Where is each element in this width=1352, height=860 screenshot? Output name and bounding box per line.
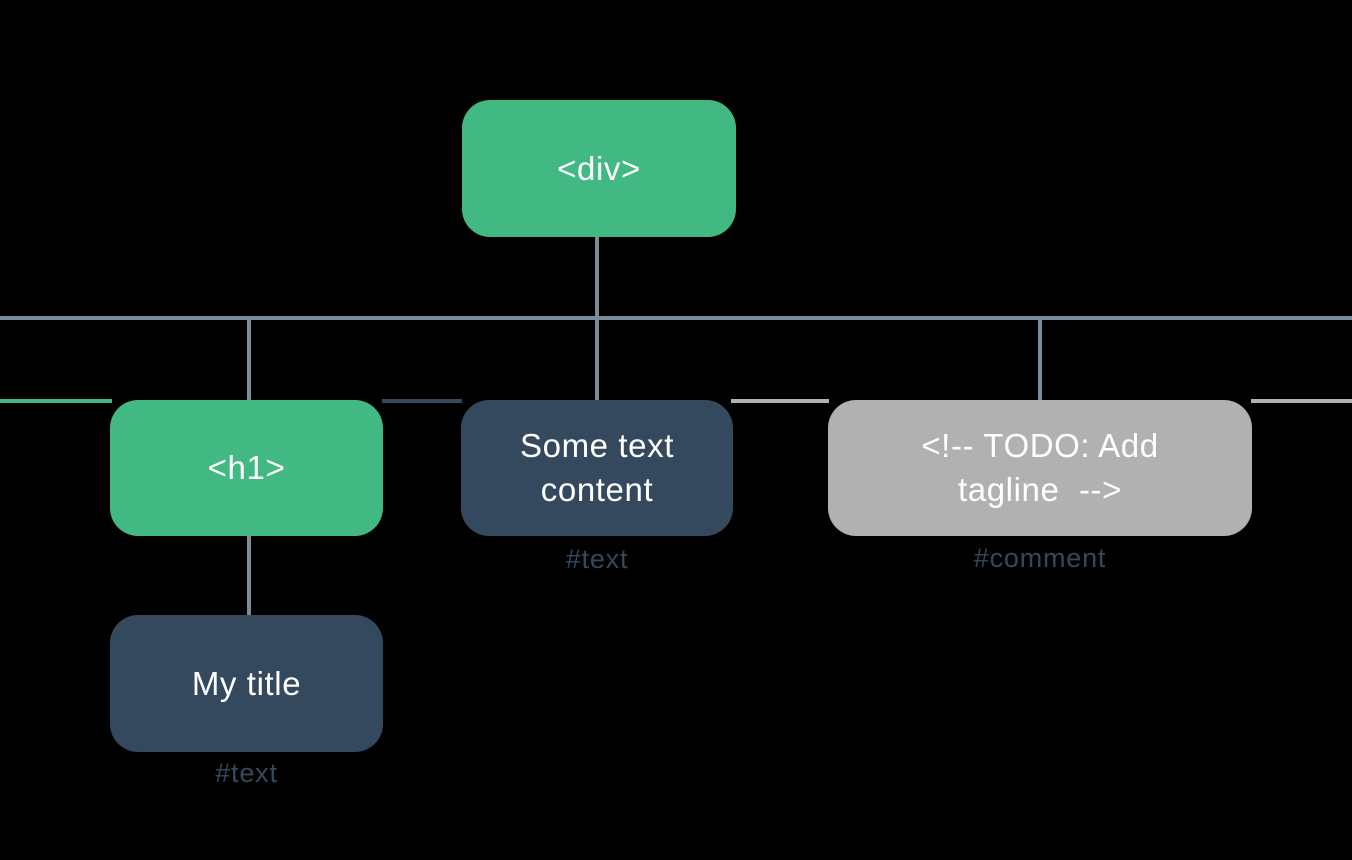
- node-comment: <!-- TODO: Add tagline -->: [828, 400, 1252, 536]
- node-h1: <h1>: [110, 400, 383, 536]
- edge-drop-text-node: [595, 320, 599, 402]
- node-div: <div>: [462, 100, 736, 237]
- node-text: Some text content: [461, 400, 733, 536]
- baseline-segment-mid-gray: [731, 399, 829, 403]
- edge-div-stem: [595, 237, 599, 318]
- node-mytitle-label: My title: [191, 664, 302, 702]
- baseline-segment-left-green: [0, 399, 112, 403]
- edge-drop-comment-node: [1038, 320, 1042, 402]
- edge-h1-mytitle: [247, 536, 251, 616]
- mytitle-node-type-label: #text: [215, 758, 278, 788]
- node-div-label: <div>: [557, 149, 641, 187]
- node-h1-label: <h1>: [207, 449, 286, 487]
- comment-node-type-label: #comment: [973, 543, 1107, 573]
- node-text-label: Some text content: [520, 427, 674, 508]
- node-mytitle: My title: [110, 615, 383, 752]
- edge-main-rail: [0, 316, 1352, 320]
- node-comment-label: <!-- TODO: Add tagline -->: [921, 427, 1159, 508]
- edge-drop-h1: [247, 320, 251, 402]
- baseline-segment-right-gray: [1251, 399, 1352, 403]
- text-node-type-label: #text: [565, 544, 629, 574]
- baseline-segment-mid-navy: [382, 399, 462, 403]
